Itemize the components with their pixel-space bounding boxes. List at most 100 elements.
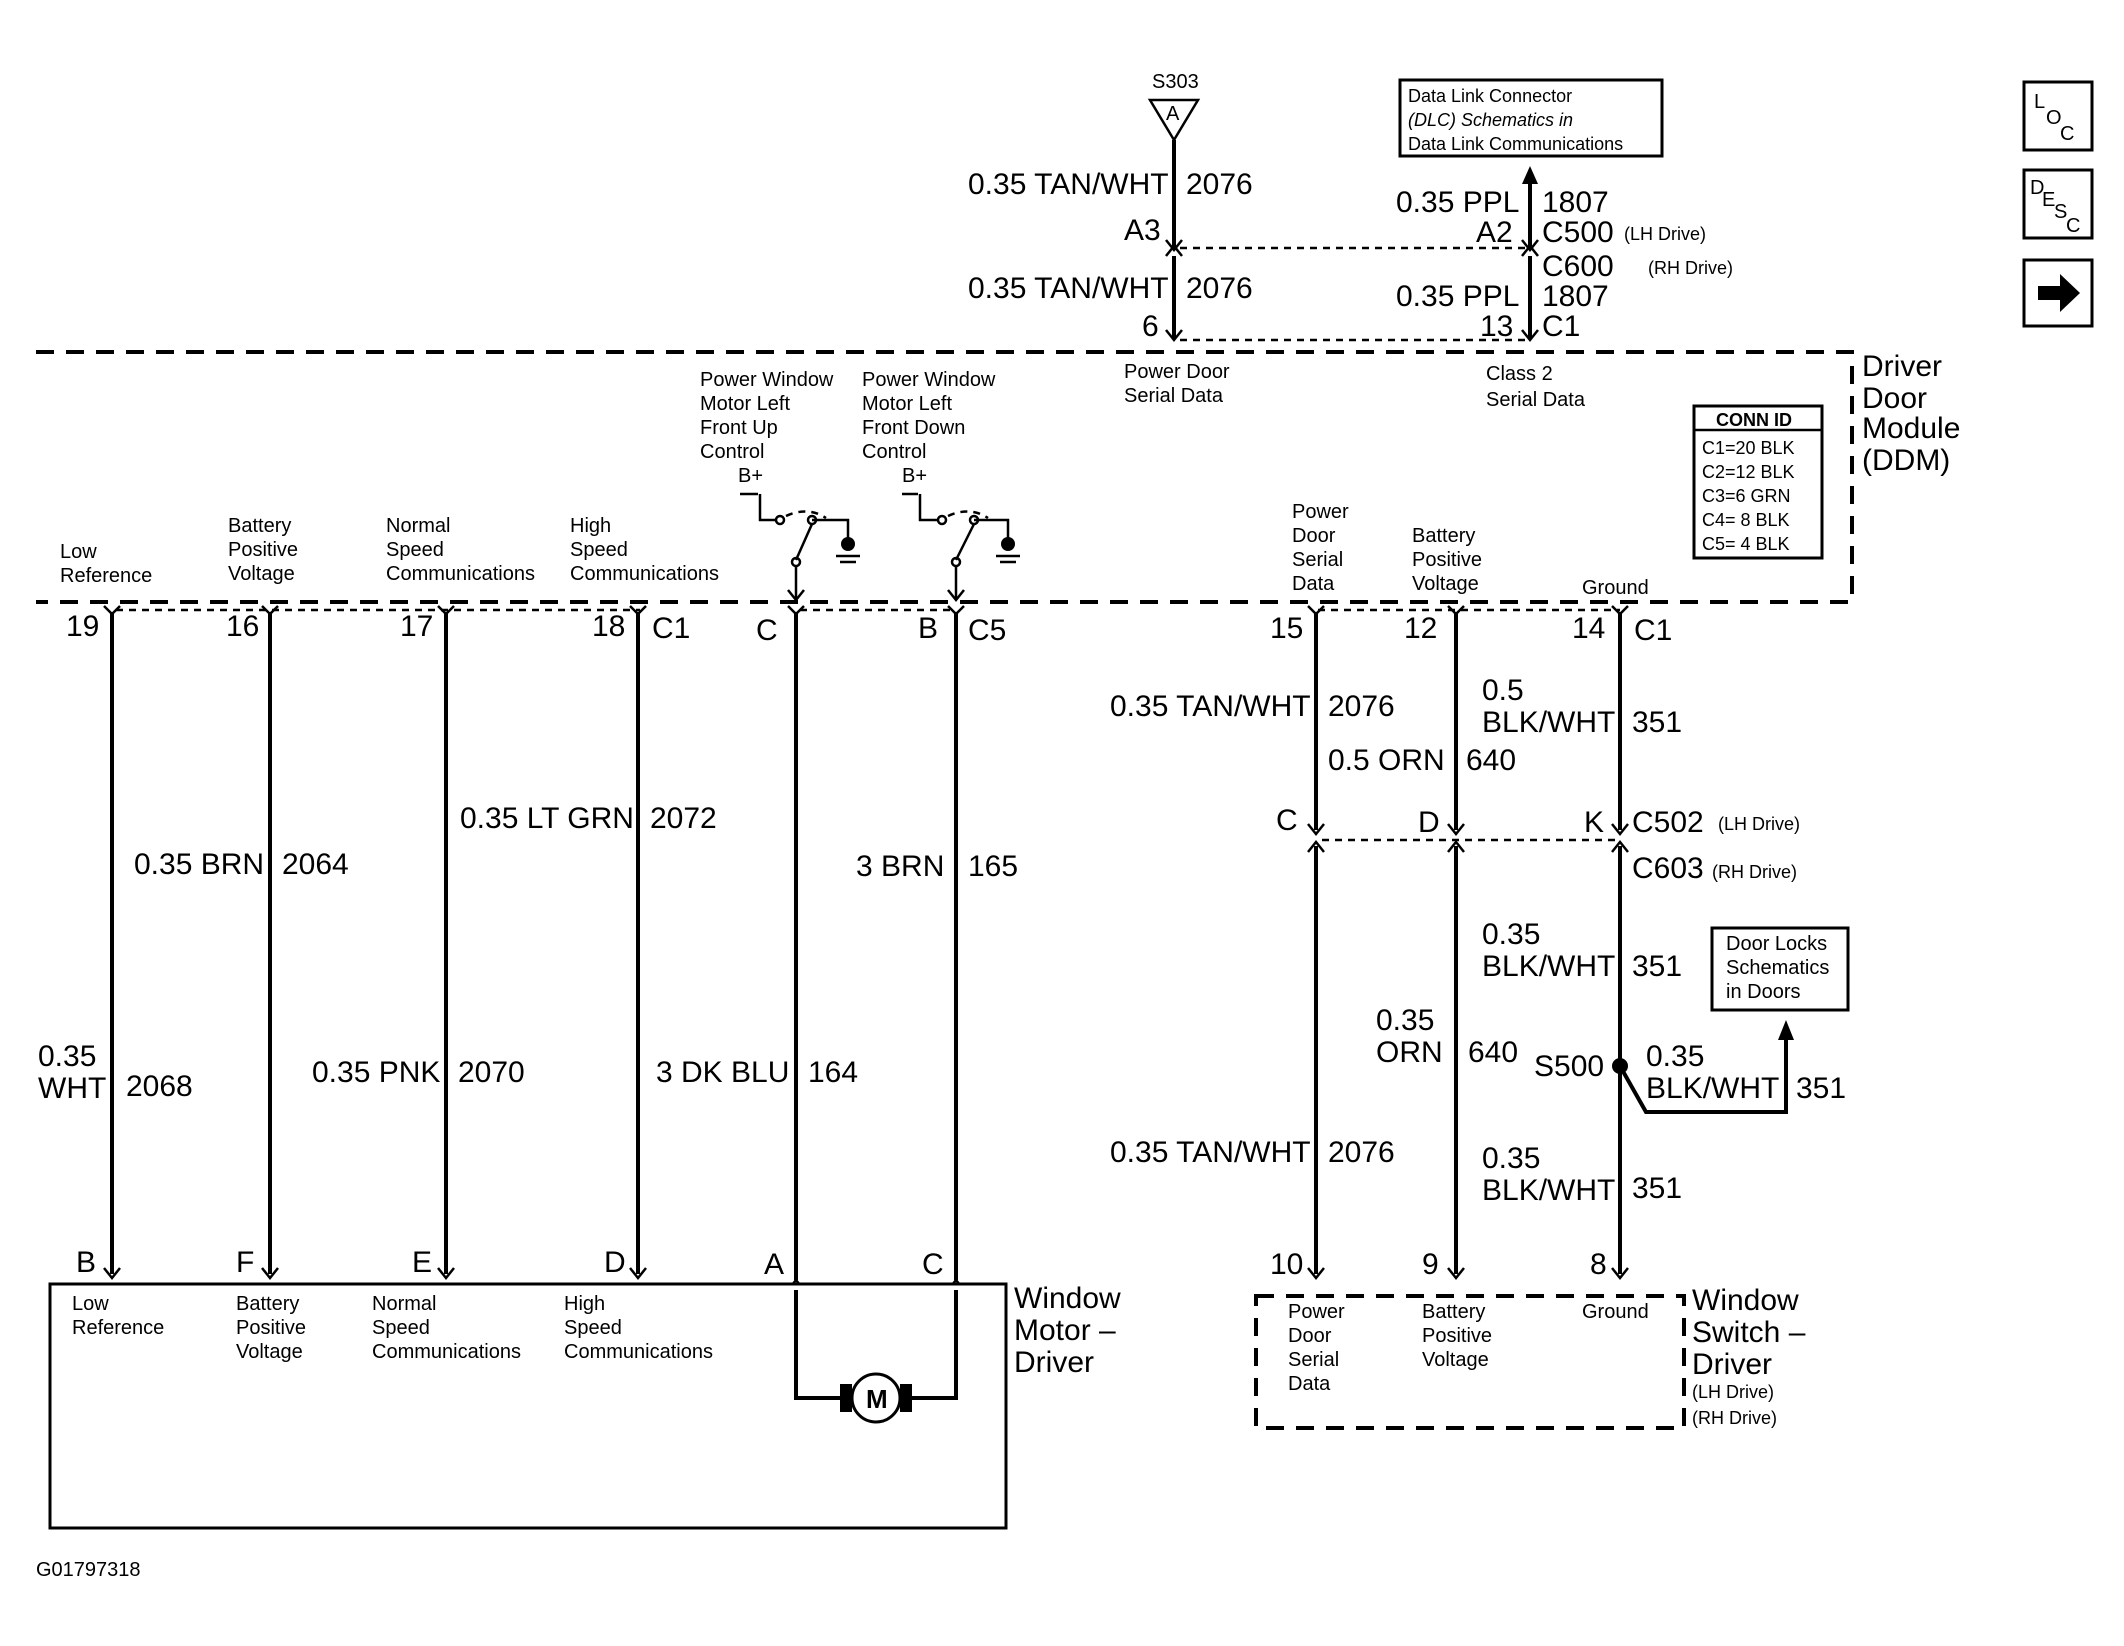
ddm-pin-label: Serial Data bbox=[1124, 385, 1224, 407]
motor-pin-label: Communications bbox=[372, 1341, 521, 1363]
door-locks-box-line: Schematics bbox=[1726, 957, 1829, 979]
circuit-number: 2076 bbox=[1328, 1136, 1395, 1169]
ddm-pin-label: Class 2 bbox=[1486, 363, 1553, 385]
wire-gauge-label: BLK/WHT bbox=[1482, 1174, 1615, 1207]
wire-2072 bbox=[437, 605, 455, 1281]
wire-gauge-label: 0.35 bbox=[1376, 1004, 1434, 1037]
door-locks-reference-box[interactable] bbox=[1710, 926, 1850, 1012]
circuit-number: 351 bbox=[1796, 1072, 1846, 1105]
wire-351-branch bbox=[1618, 1036, 1788, 1114]
ddm-pin-label: Data bbox=[1292, 573, 1335, 595]
motor-icon: M bbox=[866, 1384, 888, 1414]
circuit-number: 2070 bbox=[458, 1056, 525, 1089]
wire-2076-lower bbox=[1307, 839, 1325, 1281]
pin-label: 6 bbox=[1142, 310, 1159, 343]
pin-label: A3 bbox=[1124, 214, 1161, 247]
switch-pin-label: Data bbox=[1288, 1373, 1331, 1395]
circuit-number: 1807 bbox=[1542, 186, 1609, 219]
pin-number: 15 bbox=[1270, 612, 1303, 645]
wire-gauge-label: 0.35 TAN/WHT bbox=[968, 168, 1169, 201]
ddm-pin-label: Normal bbox=[386, 515, 450, 537]
wire-gauge-label: 0.35 TAN/WHT bbox=[1110, 690, 1311, 723]
circuit-number: 2064 bbox=[282, 848, 349, 881]
ddm-title: (DDM) bbox=[1862, 444, 1950, 477]
wire-351-upper bbox=[1611, 605, 1629, 837]
loc-letter: C bbox=[2060, 123, 2074, 145]
switch-pin-label: Positive bbox=[1422, 1325, 1492, 1347]
pw-down-label: Power Window bbox=[862, 369, 996, 391]
ddm-pin-label: Communications bbox=[570, 563, 719, 585]
pw-up-label: Power Window bbox=[700, 369, 834, 391]
conn-id-row: C5= 4 BLK bbox=[1702, 534, 1790, 554]
wire-640-upper bbox=[1447, 605, 1465, 837]
circuit-number: 2076 bbox=[1186, 168, 1253, 201]
connector-pin: D bbox=[1418, 806, 1440, 839]
wire-gauge-label: 0.35 bbox=[1646, 1040, 1704, 1073]
ddm-pin-label: Battery bbox=[1412, 525, 1475, 547]
wire-gauge-label: WHT bbox=[38, 1072, 106, 1105]
wire-164 bbox=[787, 605, 805, 1291]
motor-pin-label: Low bbox=[72, 1293, 109, 1315]
wire-165 bbox=[947, 605, 965, 1291]
ddm-pin-label: Voltage bbox=[228, 563, 295, 585]
pin-label: A2 bbox=[1476, 216, 1513, 249]
wire-gauge-label: 0.5 ORN bbox=[1328, 744, 1445, 777]
circuit-number: 640 bbox=[1468, 1036, 1518, 1069]
ddm-pin-label: Speed bbox=[386, 539, 444, 561]
ddm-title: Driver bbox=[1862, 350, 1942, 383]
ddm-pin-label: High bbox=[570, 515, 611, 537]
motor-title: Motor – bbox=[1014, 1314, 1116, 1347]
arrow-right-icon bbox=[2038, 274, 2080, 312]
pw-down-label: Motor Left bbox=[862, 393, 952, 415]
loc-button[interactable]: L O C bbox=[2022, 80, 2094, 152]
desc-letter: D bbox=[2030, 177, 2044, 199]
circuit-number: 165 bbox=[968, 850, 1018, 883]
desc-letter: E bbox=[2042, 189, 2055, 211]
circuit-number: 2068 bbox=[126, 1070, 193, 1103]
motor-pin: E bbox=[412, 1246, 432, 1279]
connector-label: C603 bbox=[1632, 852, 1704, 885]
next-arrow-button[interactable] bbox=[2022, 258, 2094, 328]
dlc-reference-box[interactable] bbox=[1398, 78, 1664, 158]
wire-gauge-label: 0.35 BRN bbox=[134, 848, 264, 881]
circuit-number: 351 bbox=[1632, 950, 1682, 983]
ddm-pin-label: Power Door bbox=[1124, 361, 1230, 383]
wire-gauge-label: 0.35 PPL bbox=[1396, 280, 1519, 313]
switch-pin: 9 bbox=[1422, 1248, 1439, 1281]
ddm-pin-label: Battery bbox=[228, 515, 291, 537]
wire-gauge-label: ORN bbox=[1376, 1036, 1443, 1069]
pin-number: 16 bbox=[226, 610, 259, 643]
connector-label: C1 bbox=[1634, 614, 1672, 647]
connector-label: C1 bbox=[1542, 310, 1580, 343]
desc-button[interactable]: D E S C bbox=[2022, 168, 2094, 240]
circuit-number: 2072 bbox=[650, 802, 717, 835]
wire-gauge-label: 0.35 TAN/WHT bbox=[1110, 1136, 1311, 1169]
loc-letter: L bbox=[2034, 91, 2045, 113]
motor-title: Driver bbox=[1014, 1346, 1094, 1379]
desc-letter: S bbox=[2054, 201, 2067, 223]
pw-down-label: Front Down bbox=[862, 417, 965, 439]
switch-title: Switch – bbox=[1692, 1316, 1806, 1349]
wire-gauge-label: 0.5 bbox=[1482, 674, 1524, 707]
splice-s500-label: S500 bbox=[1534, 1050, 1604, 1083]
switch-title: Window bbox=[1692, 1284, 1799, 1317]
connector-pin: C bbox=[1276, 804, 1298, 837]
drive-note: (RH Drive) bbox=[1692, 1408, 1777, 1428]
ddm-pin-label: Communications bbox=[386, 563, 535, 585]
ddm-pin-label: Positive bbox=[228, 539, 298, 561]
circuit-number: 351 bbox=[1632, 1172, 1682, 1205]
conn-id-row: C4= 8 BLK bbox=[1702, 510, 1790, 530]
motor-pin-label: Positive bbox=[236, 1317, 306, 1339]
wire-gauge-label: 0.35 bbox=[1482, 918, 1540, 951]
switch-pin-label: Door bbox=[1288, 1325, 1332, 1347]
wire-2076-upper bbox=[1307, 605, 1325, 837]
wire-2068 bbox=[103, 605, 121, 1281]
ddm-title: Module bbox=[1862, 412, 1960, 445]
wire-gauge-label: 0.35 bbox=[1482, 1142, 1540, 1175]
ddm-pin-label: Speed bbox=[570, 539, 628, 561]
pin-number: 14 bbox=[1572, 612, 1605, 645]
loc-letter: O bbox=[2046, 107, 2062, 129]
pin-number: B bbox=[918, 612, 938, 645]
window-switch-box bbox=[1254, 1294, 1686, 1430]
motor-pin: D bbox=[604, 1246, 626, 1279]
